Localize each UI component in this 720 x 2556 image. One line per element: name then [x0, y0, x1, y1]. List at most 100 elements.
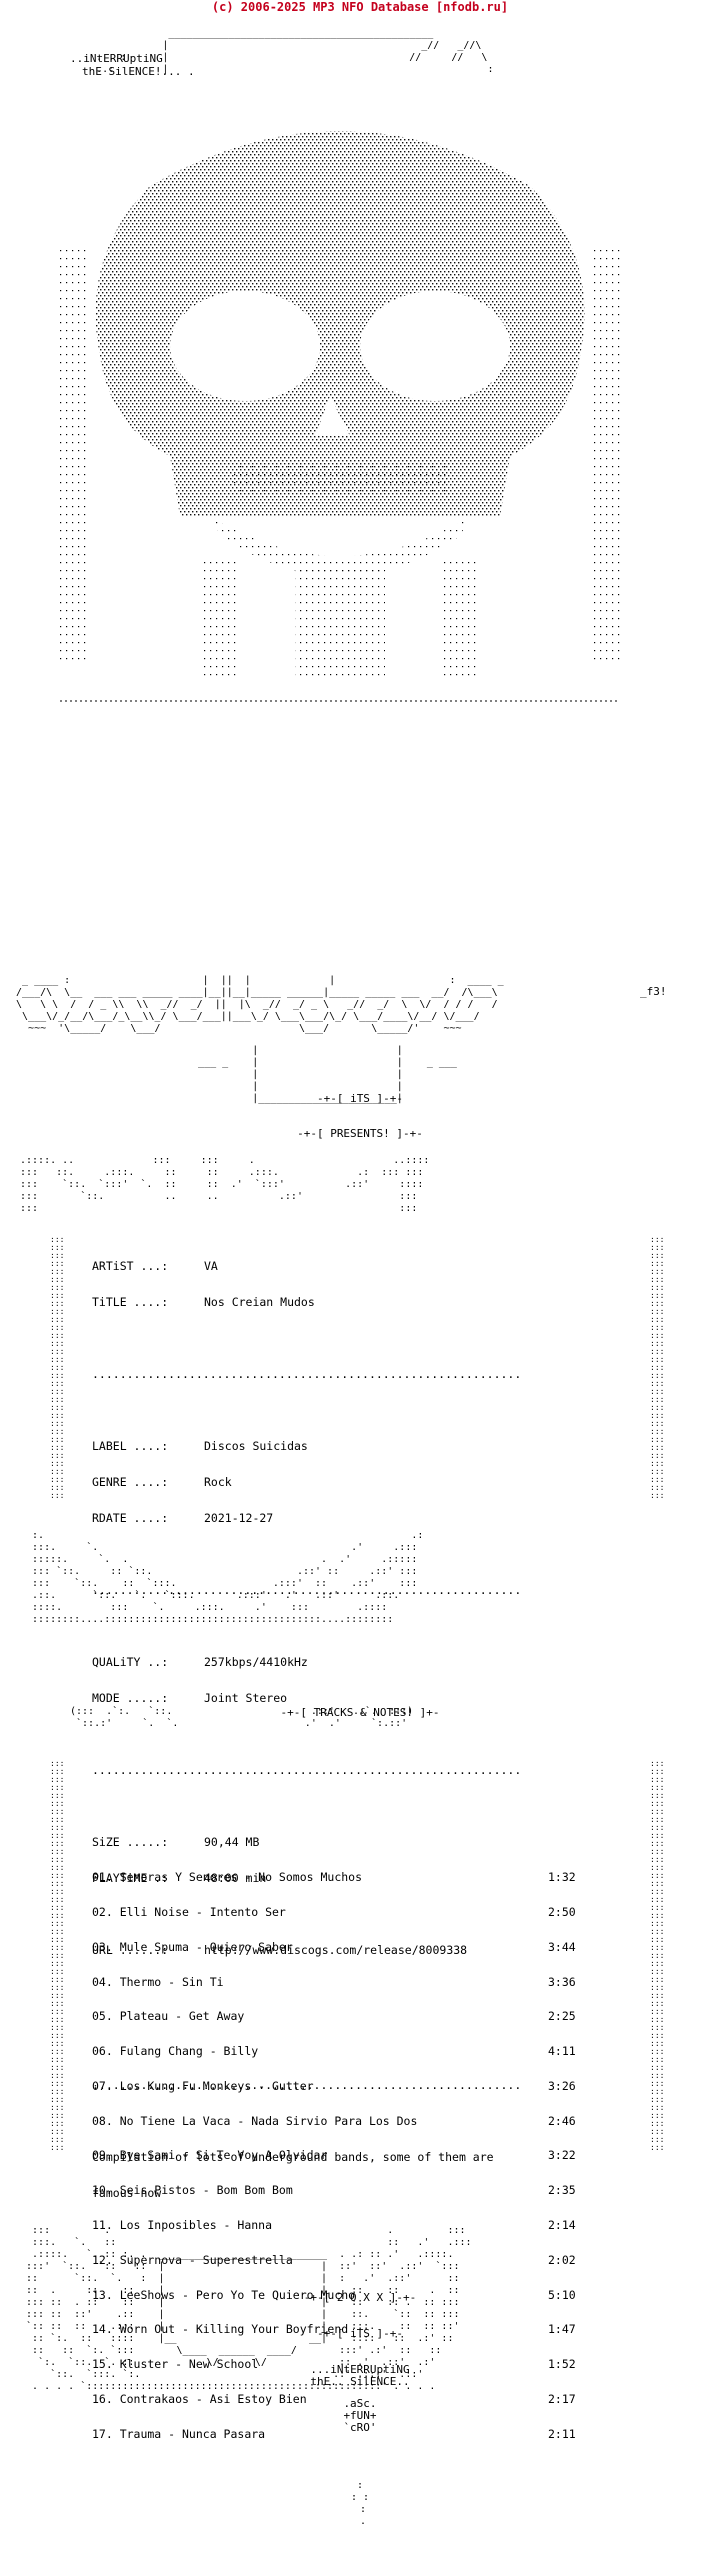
track-time: 5:10: [548, 2287, 576, 2302]
track-title: 17. Trauma - Nunca Pasara: [92, 2426, 266, 2441]
year-tag: -+-[ 2 0 X X ]-+-: [303, 2291, 417, 2304]
title-label: TiTLE ....:: [92, 1295, 169, 1309]
track-time: 2:50: [548, 1904, 576, 1919]
tracks-right-rail: ::: ::: ::: ::: ::: ::: ::: ::: ::: ::: …: [650, 1760, 664, 2150]
track-time: 4:11: [548, 2044, 576, 2059]
track-title: 09. Bye Sami - Si Te Voy A Olvidar: [92, 2148, 328, 2163]
track-title: 04. Thermo - Sin Ti: [92, 1974, 224, 1989]
sig-asc: .aSc.: [343, 2397, 377, 2410]
url-label: URL ......:: [92, 1943, 169, 1957]
track-row: 05. Plateau - Get Away 2:25: [92, 2011, 576, 2023]
banner-frame-art: | | ___ _ | | _ ___ | | | | |___________…: [198, 1045, 457, 1104]
sig-fun: +fUN+: [343, 2409, 377, 2422]
track-row: 10. Seis Pistos - Bom Bom Bom 2:35: [92, 2185, 576, 2197]
logo-banner-art: _ ____ : | || | | : ____ _ /___/\ \__ __…: [16, 975, 504, 1034]
artist-row: ARTiST ...: VA: [92, 1260, 521, 1272]
rdate-row: RDATE ....: 2021-12-27: [92, 1512, 521, 1524]
track-time: 1:32: [548, 1870, 576, 1885]
track-title: 16. Contrakaos - Asi Estoy Bien: [92, 2391, 307, 2406]
playtime-label: PLAYTiME .:: [92, 1871, 169, 1885]
track-title: 14. Worn Out - Killing Your Boyfriend: [92, 2322, 349, 2337]
separator-art: :. .: :::. `. .' .::: :::::. `. . . .' .…: [32, 1530, 424, 1625]
track-title: 11. Los Inposibles - Hanna: [92, 2218, 273, 2232]
notes-line1: Compilation of lots of underground bands…: [92, 2150, 494, 2164]
track-title: 05. Plateau - Get Away: [92, 2009, 245, 2024]
track-time: 2:14: [548, 2218, 576, 2232]
artist-value: VA: [204, 1259, 218, 1273]
divider: ........................................…: [92, 1763, 522, 1777]
mode-label: MODE .....:: [92, 1691, 169, 1705]
playtime-value: 48:00 min: [204, 1871, 267, 1885]
top-frame-art: ________________________________________…: [96, 28, 494, 75]
divider: ........................................…: [92, 1367, 522, 1381]
footer-group-line2: thE.. SilENCE..: [310, 2375, 410, 2388]
track-time: 3:22: [548, 2148, 576, 2163]
title-row: TiTLE ....:Nos Creian Mudos: [92, 1296, 521, 1308]
track-time: 2:02: [548, 2252, 576, 2267]
track-title: 10. Seis Pistos - Bom Bom Bom: [92, 2183, 293, 2198]
right-rail: ::: ::: ::: ::: ::: ::: ::: ::: ::: ::: …: [650, 1236, 664, 1500]
footer-box: -+-[ 2 0 X X ]-+- -+-[ iTS ]-+- ...iNtER…: [0, 2292, 720, 2434]
tracks-divider: ........................................…: [92, 2078, 522, 2092]
group-header: ..iNtERRUptiNG thE SilENCE!... .: [70, 52, 195, 78]
footer-art: ::: . . ::: :::. `. :: :: .' .::: .::::.…: [26, 2225, 472, 2392]
left-rail: ::: ::: ::: ::: ::: ::: ::: ::: ::: ::: …: [50, 1236, 64, 1500]
playtime-row: PLAYTiME .: 48:00 min: [92, 1872, 521, 1884]
url-value[interactable]: http://www.discogs.com/release/8009338: [204, 1943, 468, 1957]
track-row: 06. Fulang Chang - Billy 4:11: [92, 2044, 576, 2059]
genre-row: GENRE ....:Rock: [92, 1476, 521, 1488]
quality-row: QUALiTY ..:257kbps/4410kHz: [92, 1656, 521, 1668]
rdate-value: 2021-12-27: [204, 1511, 274, 1525]
track-time: 3:36: [548, 1974, 576, 1989]
mode-value: Joint Stereo: [204, 1691, 288, 1705]
artist-label: ARTiST ...:: [92, 1259, 169, 1273]
notes: Compilation of lots of underground bands…: [92, 2127, 494, 2223]
track-row: 02. Elli Noise - Intento Ser 2:50: [92, 1904, 576, 1919]
track-time: 2:25: [548, 2009, 576, 2024]
track-time: 2:35: [548, 2183, 576, 2198]
credit-banner: (c) 2006-2025 MP3 NFO Database [nfodb.ru…: [211, 0, 509, 14]
track-row: 16. Contrakaos - Asi Estoy Bien 2:17: [92, 2391, 576, 2406]
track-time: 2:11: [548, 2426, 576, 2441]
rdate-label: RDATE ....:: [92, 1511, 169, 1525]
info-box-frame: .::::. .. ::: ::: . ..:::: ::: ::. .:::.…: [20, 1155, 430, 1214]
track-time: 3:26: [548, 2078, 576, 2093]
track-title: 07. Los Kung Fu Monkeys - Gutter: [92, 2078, 314, 2093]
divider: ........................................…: [92, 1583, 522, 1597]
track-row: 14. Worn Out - Killing Your Boyfriend 1:4…: [92, 2324, 576, 2336]
track-title: 03. Mule Spuma - Quiero Saber: [92, 1939, 293, 1954]
track-time: 2:46: [548, 2113, 576, 2128]
track-row: 11. Los Inposibles - Hanna 2:14: [92, 2218, 576, 2232]
label-row: LABEL ....:Discos Suicidas: [92, 1440, 521, 1452]
track-title: 08. No Tiene La Vaca - Nada Sirvio Para …: [92, 2113, 418, 2128]
size-label: SiZE .....:: [92, 1835, 169, 1849]
group-name-line1: ..iNtERRUptiNG: [70, 52, 163, 65]
quality-label: QUALiTY ..:: [92, 1655, 169, 1669]
tracks-header-frame: (::: .`:. `::. .::' .:`. :::) `::.:' `. …: [70, 1706, 414, 1729]
track-row: 04. Thermo - Sin Ti 3:36: [92, 1974, 576, 1989]
url-row: URL ......: http://www.discogs.com/releas…: [92, 1944, 521, 1956]
skull-ascii-art: [60, 131, 620, 702]
signature: _f3!: [640, 985, 667, 998]
its-tag: -+-[ iTS ]-+-: [316, 1092, 404, 1105]
mode-row: MODE .....: Joint Stereo: [92, 1692, 521, 1704]
track-title: 13. LeeShows - Pero Yo Te Quiero Mucho: [92, 2287, 356, 2302]
track-title: 15. Kluster - New School: [92, 2357, 259, 2372]
track-time: 1:47: [548, 2322, 576, 2337]
track-title: 02. Elli Noise - Intento Ser: [92, 1904, 286, 1919]
sig-cro: `cRO': [343, 2421, 377, 2434]
group-name-line2: thE SilENCE!... .: [82, 65, 195, 78]
tracks-header: -+-[ TRACKS & NOTES! ]+-: [280, 1706, 440, 1719]
track-row: 08. No Tiene La Vaca - Nada Sirvio Para …: [92, 2113, 576, 2128]
bottom-tail-art: : : : : .: [350, 2480, 370, 2527]
size-value: 90,44 MB: [204, 1835, 260, 1849]
release-info: ARTiST ...: VA TiTLE ....:Nos Creian Mudo…: [92, 1236, 521, 1980]
track-time: 2:17: [548, 2391, 576, 2406]
track-title: 06. Fulang Chang - Billy: [92, 2044, 259, 2059]
footer-group-line1: ...iNtERRUptiNG: [310, 2363, 410, 2376]
presents-tag: -+-[ PRESENTS! ]-+-: [297, 1127, 423, 1140]
